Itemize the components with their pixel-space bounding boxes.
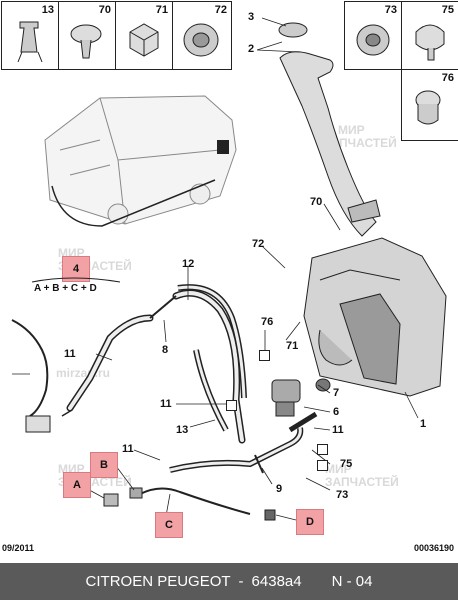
- diagram-date: 09/2011: [2, 543, 35, 553]
- reference-square: [317, 460, 328, 471]
- callout-72: 72: [252, 238, 265, 250]
- connector-d: [264, 509, 276, 521]
- diagram-reference: 00036190: [413, 543, 454, 553]
- callout-70: 70: [310, 196, 323, 208]
- callout-11: 11: [160, 398, 172, 410]
- vehicle-outline: [44, 95, 237, 227]
- washer-pump: [271, 378, 331, 417]
- callout-12: 12: [182, 258, 195, 270]
- reference-square: [226, 400, 237, 411]
- callout-13: 13: [176, 424, 189, 436]
- watermark-text: МИР: [325, 462, 352, 476]
- connector-b: [129, 487, 143, 499]
- part-number: 71: [155, 4, 168, 16]
- callout-1: 1: [420, 418, 427, 430]
- callout-71: 71: [286, 340, 299, 352]
- hose-clip-icon: [415, 90, 441, 125]
- tag-b: B: [90, 452, 118, 478]
- part-box-76: 76: [401, 69, 458, 141]
- footer-make: CITROEN PEUGEOT: [85, 573, 231, 590]
- callout-76: 76: [261, 316, 274, 328]
- callout-11: 11: [122, 443, 134, 455]
- part-box-70: 70: [58, 1, 116, 70]
- watermark-text: ЗАПЧАСТЕЙ: [323, 136, 397, 150]
- callout-9: 9: [276, 483, 283, 495]
- reference-square: [317, 444, 328, 455]
- grommet-icon: [356, 24, 390, 56]
- part-box-72: 72: [172, 1, 232, 70]
- filler-pipe: [278, 22, 381, 237]
- callout-8: 8: [162, 344, 169, 356]
- watermark-text: ЗАПЧАСТЕЙ: [325, 475, 399, 489]
- tag-d: D: [296, 509, 324, 535]
- tag-c: C: [155, 512, 183, 538]
- washer-position-marker: [217, 140, 229, 154]
- part-box-13: 13: [1, 1, 59, 70]
- formula-brace: [31, 277, 121, 283]
- callout-6: 6: [333, 406, 340, 418]
- part-box-75: 75: [401, 1, 458, 70]
- formula-text: A + B + C + D: [34, 283, 97, 294]
- footer-variant-code: N - 04: [331, 573, 373, 590]
- footer-part-code: 6438a4: [251, 573, 302, 590]
- callout-11: 11: [332, 424, 344, 436]
- part-number: 72: [214, 4, 227, 16]
- nut-clip-icon: [129, 23, 159, 57]
- rivet-icon: [70, 24, 102, 59]
- part-box-73: 73: [344, 1, 402, 70]
- jet-nozzle: [25, 415, 51, 433]
- connector-a: [103, 493, 119, 507]
- clip-icon: [17, 21, 43, 63]
- tag-a: A: [63, 472, 91, 498]
- washer-reservoir: [303, 237, 447, 397]
- footer-bar: CITROEN PEUGEOT - 6438a4 N - 04: [0, 563, 458, 600]
- hose-lines: [11, 284, 318, 515]
- callout-11: 11: [64, 348, 76, 360]
- part-number: 76: [441, 72, 454, 84]
- callout-7: 7: [333, 387, 340, 399]
- part-number: 75: [441, 4, 454, 16]
- part-number: 70: [98, 4, 111, 16]
- callout-73: 73: [336, 489, 349, 501]
- callout-75: 75: [340, 458, 353, 470]
- part-number: 13: [41, 4, 54, 16]
- callout-2: 2: [248, 43, 255, 55]
- part-number: 73: [384, 4, 397, 16]
- callout-3: 3: [248, 11, 255, 23]
- reference-square: [259, 350, 270, 361]
- grommet-icon: [183, 23, 219, 57]
- watermark-text: МИР: [338, 123, 365, 137]
- hose-clip-icon: [415, 24, 445, 61]
- footer-separator: -: [238, 573, 244, 590]
